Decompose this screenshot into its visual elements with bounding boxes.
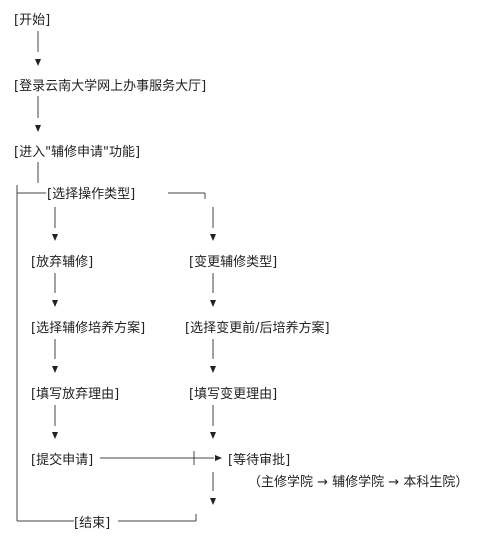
node-select-minor-plan: [选择辅修培养方案] [31,320,145,336]
arrowhead-wait [215,455,222,461]
approval-chain-note: （主修学院 → 辅修学院 → 本科生院） [248,474,468,490]
node-submit-application: [提交申请] [31,452,93,468]
node-fill-change-reason: [填写变更理由] [189,386,277,402]
node-enter-function: [进入"辅修申请"功能] [14,145,140,160]
node-fill-abandon-reason: [填写放弃理由] [31,387,119,402]
arrowhead-left-1 [52,234,58,241]
arrowhead-left-3 [52,366,58,373]
node-select-before-after-plan: [选择变更前/后培养方案] [185,320,330,336]
node-wait-approval: [等待审批] [228,452,290,468]
node-start: [开始] [14,13,50,28]
arrowhead-left-2 [52,300,58,307]
arrowhead-right-1 [210,234,216,241]
arrowhead-right-5 [210,498,216,505]
node-change-minor-type: [变更辅修类型] [189,254,277,270]
arrowhead-right-2 [210,300,216,307]
arrowhead-enter [35,125,41,132]
node-select-type: [选择操作类型] [47,186,135,202]
node-abandon-minor: [放弃辅修] [31,255,93,270]
node-end: [结束] [74,516,110,531]
arrowhead-right-4 [210,432,216,439]
arrowhead-left-4 [52,432,58,439]
arrowhead-login [35,59,41,66]
node-login: [登录云南大学网上办事服务大厅] [14,78,206,94]
arrowhead-right-3 [210,366,216,373]
